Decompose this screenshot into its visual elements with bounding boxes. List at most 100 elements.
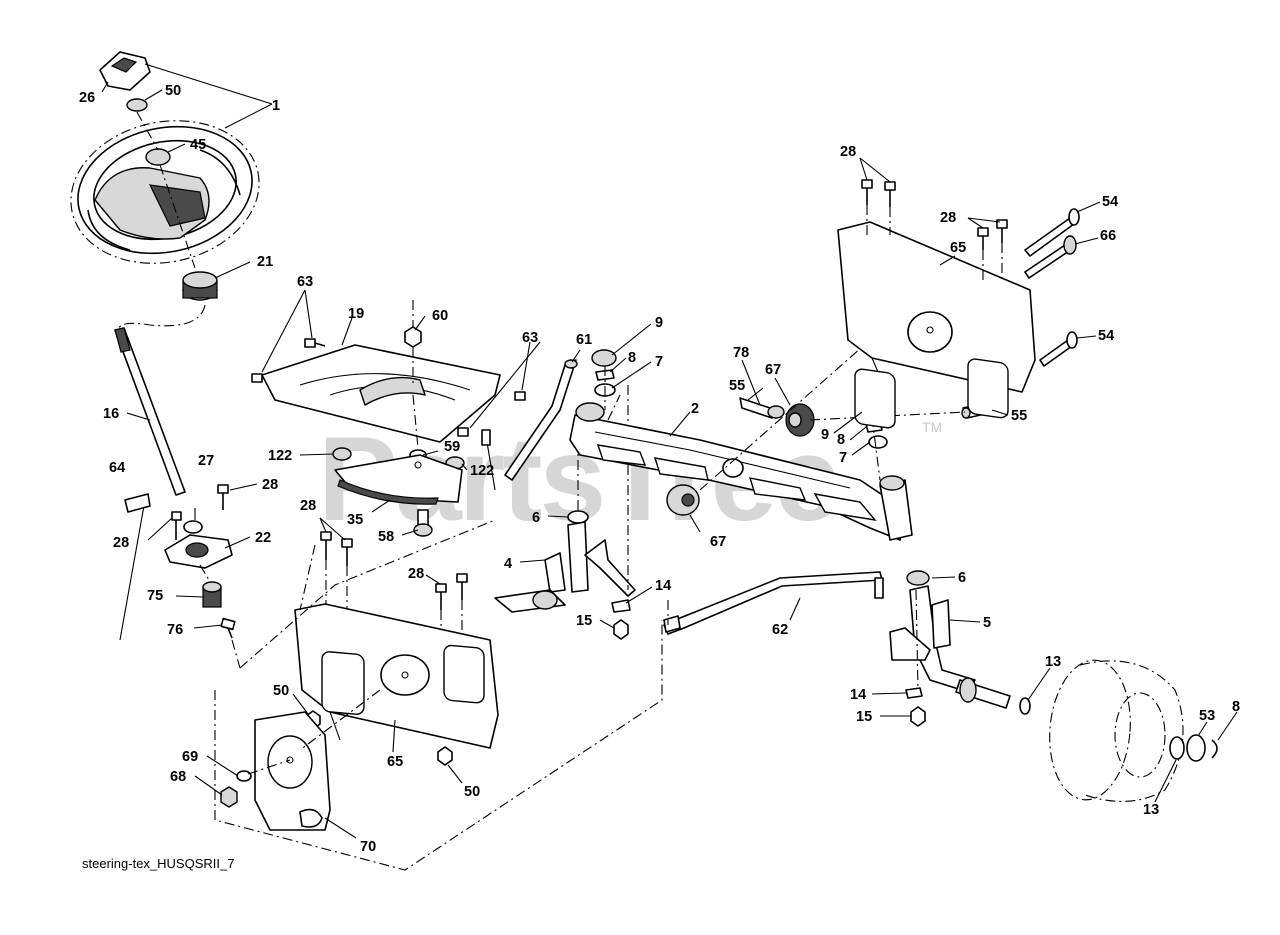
callout-62: 62 <box>772 622 788 638</box>
screw-76 <box>220 617 236 639</box>
callout-13: 13 <box>1143 802 1159 818</box>
callout-54: 54 <box>1098 328 1114 344</box>
bolt-63-lower <box>457 427 469 437</box>
callout-59: 59 <box>444 439 460 455</box>
callout-5: 5 <box>983 615 991 631</box>
bushing-122-left <box>332 447 352 461</box>
bolt-54-bottom <box>1039 331 1078 367</box>
callout-54: 54 <box>1102 194 1118 210</box>
watermark-tm: TM <box>922 419 942 435</box>
callout-8: 8 <box>1232 699 1240 715</box>
cap-9-left <box>591 349 617 367</box>
callout-6: 6 <box>958 570 966 586</box>
washer-27 <box>183 520 203 534</box>
callout-45: 45 <box>190 137 206 153</box>
washer-13-outer <box>1169 736 1185 760</box>
washer-7-right <box>868 435 888 449</box>
bolts-28-center <box>320 531 468 610</box>
pin-64 <box>119 499 146 641</box>
callout-labels: 1 26 50 45 21 16 64 27 28 28 22 75 76 63… <box>79 83 1240 855</box>
callout-28: 28 <box>300 498 316 514</box>
callout-1: 1 <box>272 98 280 114</box>
callout-76: 76 <box>167 622 183 638</box>
callout-35: 35 <box>347 512 363 528</box>
callout-68: 68 <box>170 769 186 785</box>
callout-14: 14 <box>655 578 671 594</box>
washer-45 <box>145 148 171 166</box>
callout-63: 63 <box>522 330 538 346</box>
cotter-pin-64 <box>124 493 151 513</box>
callout-13: 13 <box>1045 654 1061 670</box>
callout-9: 9 <box>821 427 829 443</box>
steering-bracket-19 <box>261 344 501 443</box>
callout-122: 122 <box>268 448 292 464</box>
washer-14-right <box>905 687 923 699</box>
callout-55: 55 <box>729 378 745 394</box>
wheel <box>1049 659 1184 802</box>
washer-53 <box>1186 734 1206 762</box>
sector-gear-35 <box>334 454 463 505</box>
bushing-6-left <box>567 510 589 524</box>
callout-70: 70 <box>360 839 376 855</box>
steering-adapter <box>182 271 218 301</box>
callout-60: 60 <box>432 308 448 324</box>
callout-21: 21 <box>257 254 273 270</box>
callout-122: 122 <box>470 463 494 479</box>
callout-15: 15 <box>576 613 592 629</box>
callout-50: 50 <box>165 83 181 99</box>
callout-7: 7 <box>839 450 847 466</box>
nut-50-right <box>437 746 453 766</box>
callout-8: 8 <box>628 350 636 366</box>
frame-bracket-65-lower <box>294 603 499 749</box>
callout-15: 15 <box>856 709 872 725</box>
nut-15-right <box>910 706 926 727</box>
washer-13-inner <box>1019 697 1031 715</box>
callout-28: 28 <box>408 566 424 582</box>
bolt-28-mid <box>217 484 229 510</box>
rod-61 <box>504 359 578 481</box>
bolt-63-right <box>514 391 526 401</box>
callout-28: 28 <box>840 144 856 160</box>
callout-14: 14 <box>850 687 866 703</box>
bumper-67-bottom <box>666 484 700 516</box>
callout-64: 64 <box>109 460 125 476</box>
spindle-4 <box>494 521 636 613</box>
bolt-54-top <box>1024 208 1080 257</box>
bearing-flange-22 <box>164 534 233 569</box>
callout-61: 61 <box>576 332 592 348</box>
frame-bracket-65-upper <box>837 221 1036 429</box>
front-axle-2 <box>569 402 913 541</box>
assembly-boundary <box>214 620 663 871</box>
callout-4: 4 <box>504 556 512 572</box>
callout-2: 2 <box>691 401 699 417</box>
bolt-63-left <box>304 338 326 348</box>
callout-27: 27 <box>198 453 214 469</box>
spacer-78 <box>767 405 785 419</box>
callout-28: 28 <box>940 210 956 226</box>
callout-28: 28 <box>262 477 278 493</box>
callout-65: 65 <box>950 240 966 256</box>
steering-wheel <box>70 120 260 264</box>
callout-63: 63 <box>297 274 313 290</box>
callout-28: 28 <box>113 535 129 551</box>
bumper-67-top <box>785 403 815 437</box>
bolt-63-far-left <box>251 373 263 383</box>
callout-8: 8 <box>837 432 845 448</box>
callout-7: 7 <box>655 354 663 370</box>
bolt-28-left <box>171 511 182 540</box>
callout-67: 67 <box>710 534 726 550</box>
diagram-caption: steering-tex_HUSQSRII_7 <box>82 856 234 871</box>
callout-26: 26 <box>79 90 95 106</box>
cover-plate-70 <box>254 711 331 831</box>
spindle-5 <box>889 570 1011 709</box>
callout-50: 50 <box>273 683 289 699</box>
nut-68 <box>220 786 238 808</box>
callout-53: 53 <box>1199 708 1215 724</box>
gear-75 <box>202 581 222 608</box>
callout-58: 58 <box>378 529 394 545</box>
small-bracket <box>481 429 491 446</box>
washer-14-left <box>611 599 631 613</box>
callout-9: 9 <box>655 315 663 331</box>
callout-6: 6 <box>532 510 540 526</box>
nut-60 <box>404 326 422 348</box>
